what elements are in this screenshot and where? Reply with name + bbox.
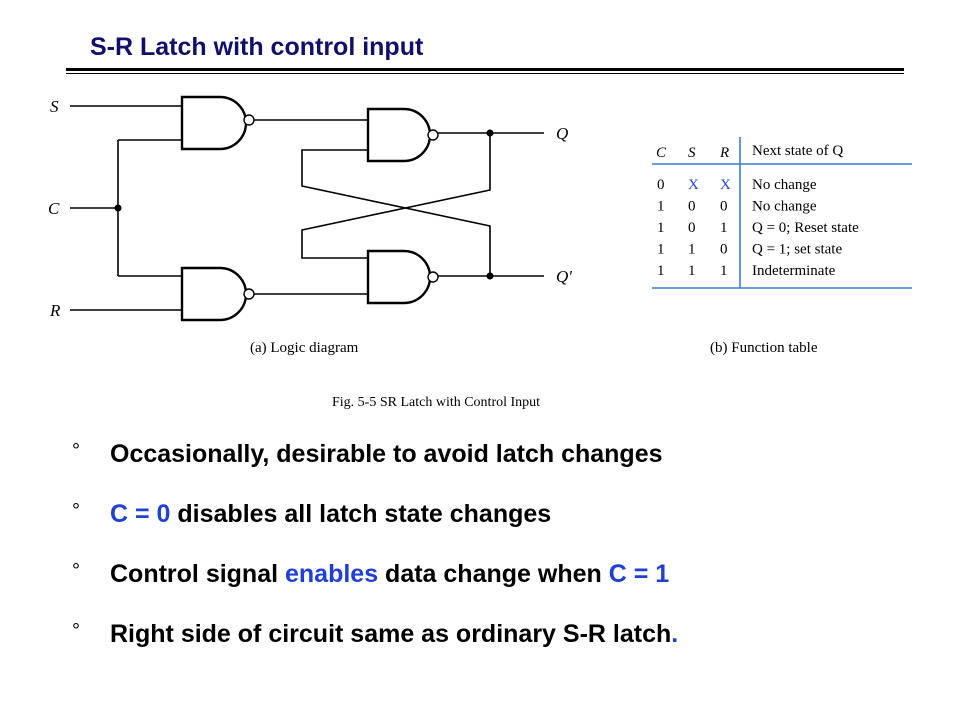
table-header-c: C xyxy=(656,145,667,161)
nand-gate-2 xyxy=(180,266,248,322)
bullet-item: ° C = 0 disables all latch state changes xyxy=(72,490,678,550)
label-c: C xyxy=(48,199,60,218)
nand-gate-3 xyxy=(366,107,432,163)
wire-feedback-qprime xyxy=(301,149,491,276)
title-underline-thick xyxy=(66,68,904,71)
table-header-next: Next state of Q xyxy=(752,143,843,159)
table-cell-s: 1 xyxy=(688,263,696,279)
title-underline xyxy=(66,68,904,74)
table-cell-r: 0 xyxy=(720,242,728,258)
table-cell-next-state: Indeterminate xyxy=(752,263,836,279)
logic-diagram: S C R Q Q' (a) Logic diagram xyxy=(48,95,572,356)
bullet-list: ° Occasionally, desirable to avoid latch … xyxy=(72,430,678,670)
bullet-text: C = 1 xyxy=(608,560,670,588)
table-cell-c: 1 xyxy=(657,242,665,258)
table-cell-s: 0 xyxy=(688,199,696,215)
table-cell-c: 1 xyxy=(657,199,665,215)
nand-gate-2-bubble xyxy=(243,288,255,300)
caption-logic-diagram: (a) Logic diagram xyxy=(250,340,359,356)
bullet-text: . xyxy=(671,620,679,648)
junction-c xyxy=(114,204,122,212)
bullet-text: Control signal xyxy=(110,560,285,588)
table-cell-c: 1 xyxy=(657,263,665,279)
bullet-text: enables xyxy=(285,560,379,588)
label-r: R xyxy=(49,301,61,320)
table-cell-next-state: No change xyxy=(752,199,817,215)
table-rows: 0 X X No change 1 0 0 No change 1 0 1 Q = 0; Reset … xyxy=(657,177,859,279)
bullet-marker: ° xyxy=(72,620,80,642)
table-cell-s: X xyxy=(688,177,699,193)
bullet-marker: ° xyxy=(72,440,80,462)
bullet-item: ° Occasionally, desirable to avoid latch … xyxy=(72,430,678,490)
nand-gate-3-bubble xyxy=(427,129,439,141)
table-cell-next-state: Q = 1; set state xyxy=(752,242,842,258)
table-cell-r: X xyxy=(720,177,731,193)
label-q: Q xyxy=(556,124,568,143)
function-table: C S R Next state of Q 0 X X No change 1 0 0 No … xyxy=(652,137,912,356)
figure-caption: Fig. 5-5 SR Latch with Control Input xyxy=(332,395,540,410)
nand-gate-4 xyxy=(366,249,432,305)
table-header-s: S xyxy=(688,145,696,161)
slide-title: S-R Latch with control input xyxy=(90,33,424,61)
bullet-text: disables all latch state changes xyxy=(170,500,552,528)
table-cell-s: 1 xyxy=(688,242,696,258)
wire-feedback-q xyxy=(301,133,491,259)
table-cell-next-state: Q = 0; Reset state xyxy=(752,220,859,236)
table-header-r: R xyxy=(719,145,729,161)
bullet-text: C = 0 xyxy=(110,500,171,528)
bullet-text: data change when xyxy=(378,560,609,588)
sr-latch-figure: S C R Q Q' (a) Logic diagram C S R Next … xyxy=(48,95,912,410)
table-cell-r: 1 xyxy=(720,220,728,236)
table-cell-next-state: No change xyxy=(752,177,817,193)
table-cell-c: 0 xyxy=(657,177,665,193)
table-cell-r: 1 xyxy=(720,263,728,279)
nand-gate-1 xyxy=(180,95,248,151)
nand-gate-4-bubble xyxy=(427,271,439,283)
caption-function-table: (b) Function table xyxy=(710,340,818,356)
bullet-item: ° Control signal enables data change when… xyxy=(72,550,678,610)
bullet-marker: ° xyxy=(72,560,80,582)
bullet-text: Right side of circuit same as ordinary S… xyxy=(110,620,672,648)
nand-gate-1-bubble xyxy=(243,114,255,126)
table-cell-r: 0 xyxy=(720,199,728,215)
bullet-marker: ° xyxy=(72,500,80,522)
label-s: S xyxy=(50,97,59,116)
table-cell-s: 0 xyxy=(688,220,696,236)
table-cell-c: 1 xyxy=(657,220,665,236)
bullet-text: Occasionally, desirable to avoid latch c… xyxy=(110,440,663,468)
title-underline-thin xyxy=(66,73,904,74)
bullet-item: ° Right side of circuit same as ordinary … xyxy=(72,610,678,670)
label-qprime: Q' xyxy=(556,267,572,286)
